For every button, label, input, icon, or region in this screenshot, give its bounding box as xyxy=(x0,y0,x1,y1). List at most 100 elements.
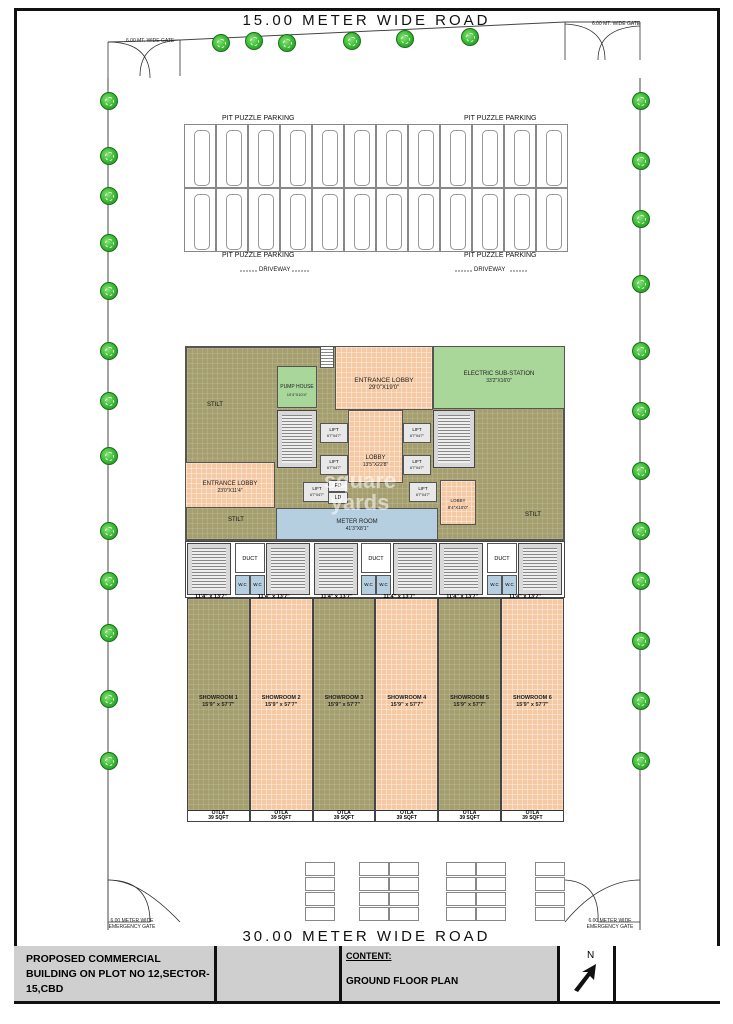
pump-house-name: PUMP HOUSE xyxy=(280,384,314,390)
lift-label: LIFT xyxy=(312,486,322,491)
stair-dimension: 11'4" x 13'7" xyxy=(320,594,353,600)
lift-size: 6'7"X4'7" xyxy=(327,466,341,470)
stair-dimension: 11'4" x 13'7" xyxy=(446,594,479,600)
parking-pit xyxy=(248,124,280,188)
otla-area: 39 SQFT xyxy=(271,815,292,821)
tree-icon xyxy=(343,32,361,50)
title-empty-right xyxy=(613,946,720,1004)
tree-icon xyxy=(100,187,118,205)
parking-label-bottom-left: PIT PUZZLE PARKING xyxy=(222,252,295,259)
tree-icon xyxy=(100,92,118,110)
otla-area: 39 SQFT xyxy=(396,815,417,821)
parking-label-bottom-right: PIT PUZZLE PARKING xyxy=(464,252,537,259)
parking-slot xyxy=(535,907,565,921)
north-label: N xyxy=(587,950,595,961)
project-title: PROPOSED COMMERCIAL BUILDING ON PLOT NO … xyxy=(26,953,210,995)
fd-room: FD xyxy=(328,480,348,492)
car-icon xyxy=(258,194,274,250)
parking-slot xyxy=(305,877,335,891)
parking-pit xyxy=(376,124,408,188)
car-icon xyxy=(418,194,434,250)
entrance-lobby-left-size: 23'0"X11'4" xyxy=(217,488,243,494)
parking-slot xyxy=(476,877,506,891)
parking-slot xyxy=(305,892,335,906)
showroom-name: SHOWROOM 6 xyxy=(512,695,552,701)
lift-label: LIFT xyxy=(418,486,428,491)
tree-icon xyxy=(100,522,118,540)
tree-icon xyxy=(100,572,118,590)
car-icon xyxy=(546,130,562,186)
parking-pit xyxy=(344,188,376,252)
meter-room-name: METER ROOM xyxy=(336,519,378,525)
parking-slot xyxy=(535,877,565,891)
parking-pit xyxy=(504,124,536,188)
wc: W.C xyxy=(361,575,376,595)
parking-pit xyxy=(216,124,248,188)
title-project-box: PROPOSED COMMERCIAL BUILDING ON PLOT NO … xyxy=(14,946,214,1004)
gate-label-top-left: 6.00 MT. WIDE GATE xyxy=(126,38,175,44)
ramp-stairs xyxy=(320,346,334,368)
staircase-core-left xyxy=(277,410,317,468)
parking-pit xyxy=(184,124,216,188)
tree-icon xyxy=(632,342,650,360)
content-value: GROUND FLOOR PLAN xyxy=(346,976,459,987)
entrance-lobby-left-name: ENTRANCE LOBBY xyxy=(202,481,258,487)
parking-slot xyxy=(446,892,476,906)
stilt-label-1: STILT xyxy=(207,402,223,408)
wc: W.C xyxy=(250,575,265,595)
car-icon xyxy=(386,130,402,186)
stair-dimension: 11'4" x 13'7" xyxy=(509,594,541,600)
title-block-bottom xyxy=(14,1001,720,1004)
wc: W.C xyxy=(487,575,502,595)
parking-pit xyxy=(344,124,376,188)
lift-label: LIFT xyxy=(412,459,422,464)
lobby-small-size: 8'4"X10'0" xyxy=(447,505,469,510)
parking-pit xyxy=(312,188,344,252)
car-icon xyxy=(450,130,466,186)
car-icon xyxy=(194,130,210,186)
parking-slot xyxy=(446,877,476,891)
content-label: CONTENT: xyxy=(346,951,392,961)
lift-size: 6'7"X4'7" xyxy=(410,466,424,470)
parking-pit xyxy=(536,188,568,252)
car-icon xyxy=(354,130,370,186)
tree-icon xyxy=(632,92,650,110)
lift-label: LIFT xyxy=(412,427,422,432)
parking-slot xyxy=(305,862,335,876)
parking-pit xyxy=(216,188,248,252)
showroom-name: SHOWROOM 3 xyxy=(324,695,364,701)
tree-icon xyxy=(100,147,118,165)
showroom-name: SHOWROOM 2 xyxy=(261,695,301,701)
duct: DUCT xyxy=(487,543,517,573)
stair-dimension: 11'4" x 13'7" xyxy=(257,594,290,600)
car-icon xyxy=(482,130,498,186)
stair-dimension: 11'4" x 13'7" xyxy=(383,594,416,600)
north-arrow-icon xyxy=(574,964,596,992)
otla-area: 39 SQFT xyxy=(522,815,543,821)
lift: LIFT 6'7"X4'7" xyxy=(403,455,431,475)
tree-icon xyxy=(632,522,650,540)
gate-label-bottom-left: 6.00 METER WIDE EMERGENCY GATE xyxy=(108,918,156,930)
parking-pit xyxy=(472,124,504,188)
lift-size: 6'7"X4'7" xyxy=(410,434,424,438)
car-icon xyxy=(194,194,210,250)
parking-slot xyxy=(389,892,419,906)
lift-label: LIFT xyxy=(329,459,339,464)
parking-slot xyxy=(535,892,565,906)
tree-icon xyxy=(245,32,263,50)
tree-icon xyxy=(100,752,118,770)
tree-icon xyxy=(100,690,118,708)
stair-dimension: 11'4" x 13'7" xyxy=(195,594,227,600)
tree-icon xyxy=(461,28,479,46)
